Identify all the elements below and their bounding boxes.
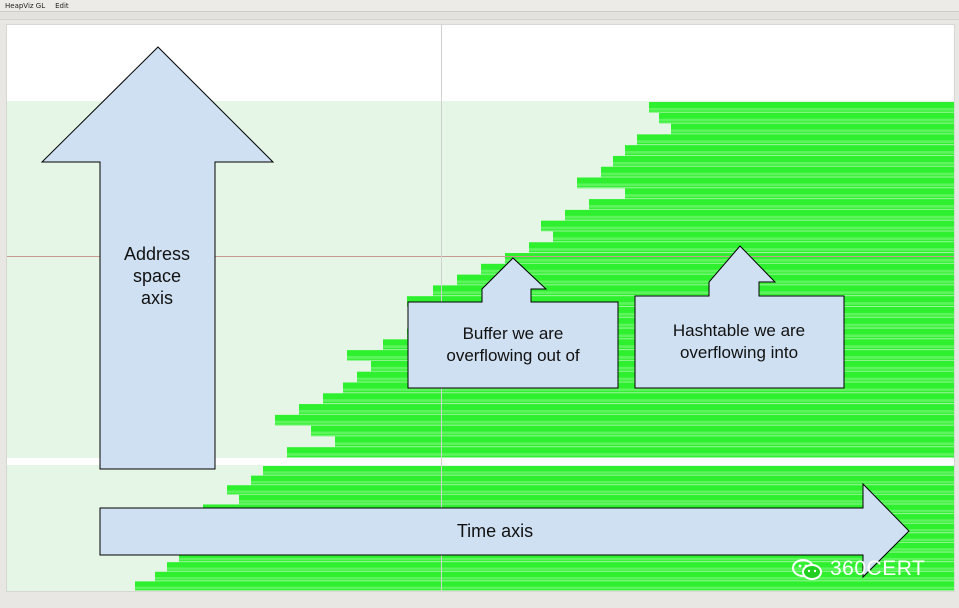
- heap-bar: [601, 166, 954, 178]
- heap-bar: [135, 581, 954, 591]
- watermark-text: 360CERT: [830, 557, 926, 580]
- hashtable-label-line2: overflowing into: [679, 343, 799, 362]
- heap-bar-highlight: [577, 183, 954, 187]
- time-axis-label: Time axis: [456, 521, 534, 541]
- heap-bar-highlight: [671, 129, 954, 133]
- heap-bar-highlight: [251, 480, 954, 484]
- heap-bar-highlight: [299, 409, 954, 413]
- heap-bar: [671, 123, 954, 135]
- heap-bar-highlight: [135, 586, 954, 590]
- time-axis-arrow: [99, 482, 910, 579]
- heap-bar-highlight: [589, 205, 954, 208]
- heap-bar: [275, 414, 954, 426]
- heap-visualization-svg: [7, 25, 954, 591]
- heap-bar-highlight: [553, 237, 954, 241]
- heap-bar: [553, 231, 954, 243]
- heap-bar: [251, 475, 954, 486]
- heap-bar-highlight: [649, 107, 954, 111]
- heap-bar: [565, 209, 954, 221]
- heap-bar: [179, 552, 954, 563]
- heap-bar-highlight: [613, 161, 954, 165]
- heap-bar-highlight: [323, 399, 954, 402]
- address-axis-label: Address space axis: [107, 243, 207, 309]
- buffer-label: Buffer we are overflowing out of: [409, 323, 617, 367]
- heap-bar: [577, 177, 954, 189]
- heap-bar: [323, 393, 954, 405]
- heap-bar: [239, 494, 954, 505]
- hashtable-label: Hashtable we are overflowing into: [635, 320, 843, 364]
- address-axis-line1: Address: [123, 244, 191, 264]
- heap-bar-highlight: [457, 280, 954, 284]
- heap-bar-highlight: [179, 557, 954, 561]
- heap-bar: [167, 562, 954, 572]
- heap-bar-highlight: [155, 577, 954, 580]
- watermark: 360CERT: [790, 556, 950, 582]
- heap-bar-highlight: [167, 567, 954, 570]
- buffer-label-line1: Buffer we are: [462, 324, 564, 343]
- heap-bar: [481, 263, 954, 275]
- heap-bar-highlight: [287, 453, 954, 456]
- heap-bar-highlight: [239, 500, 954, 503]
- heap-bar: [613, 155, 954, 167]
- buffer-callout: [407, 257, 619, 389]
- address-axis-arrow: [40, 46, 275, 470]
- menu-edit[interactable]: Edit: [55, 1, 69, 10]
- menu-app[interactable]: HeapViz GL: [5, 1, 46, 10]
- heap-bar-highlight: [227, 490, 954, 493]
- heap-bar-highlight: [481, 269, 954, 273]
- heap-bar: [457, 274, 954, 286]
- heap-bar-highlight: [541, 226, 954, 230]
- heap-bar-highlight: [343, 388, 954, 392]
- address-axis-line3: axis: [140, 288, 173, 308]
- heap-bar: [659, 112, 954, 124]
- heap-bar: [625, 145, 954, 156]
- heap-bar: [227, 485, 954, 495]
- heap-bar: [287, 447, 954, 458]
- heap-bar: [433, 285, 954, 297]
- heap-bar-highlight: [625, 151, 954, 154]
- heap-bar: [155, 571, 954, 582]
- menu-bar: HeapViz GL Edit: [0, 0, 959, 12]
- heap-bar-highlight: [601, 172, 954, 176]
- heap-bar: [541, 220, 954, 232]
- heap-bar-highlight: [625, 194, 954, 197]
- heap-visualization-canvas[interactable]: Address space axis Buffer we are overflo…: [6, 24, 955, 592]
- heap-bar-highlight: [275, 420, 954, 424]
- buffer-label-line2: overflowing out of: [446, 346, 580, 365]
- heap-bar: [649, 102, 954, 113]
- heap-bar: [299, 404, 954, 415]
- heap-bar: [263, 466, 954, 476]
- heap-bar-highlight: [433, 291, 954, 295]
- heap-bar-highlight: [659, 118, 954, 122]
- heap-bar-highlight: [335, 442, 954, 446]
- heap-bar: [637, 134, 954, 146]
- heap-bar-highlight: [637, 140, 954, 143]
- heap-bar-highlight: [311, 431, 954, 435]
- heap-bar: [625, 188, 954, 200]
- wechat-icon: [792, 559, 822, 580]
- hashtable-callout: [634, 245, 845, 389]
- heap-bar: [311, 425, 954, 437]
- heap-bar: [589, 199, 954, 210]
- heap-bar: [335, 436, 954, 448]
- hashtable-label-line1: Hashtable we are: [672, 321, 806, 340]
- toolbar-strip: [0, 12, 959, 20]
- address-axis-line2: space: [132, 266, 182, 286]
- heap-bar-highlight: [565, 215, 954, 219]
- heap-bar-highlight: [263, 471, 954, 474]
